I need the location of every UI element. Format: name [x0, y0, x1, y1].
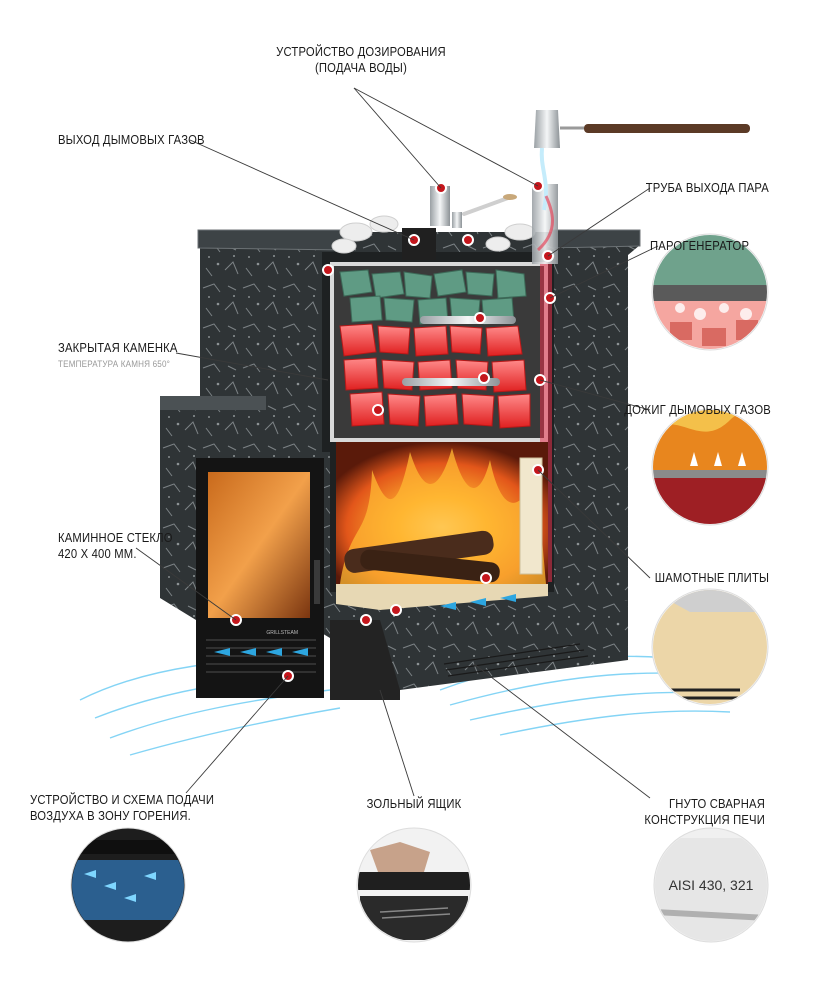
brand-logo: GRILLSTEAM: [266, 630, 298, 636]
detail-ash-box: [356, 827, 472, 943]
label-flue-gas-outlet: ВЫХОД ДЫМОВЫХ ГАЗОВ: [58, 133, 205, 147]
air-arrows: [214, 594, 516, 656]
label-afterburning: ДОЖИГ ДЫМОВЫХ ГАЗОВ: [624, 403, 771, 417]
detail-welded-construction: AISI 430, 321: [653, 827, 769, 943]
label-stone-temperature: ТЕМПЕРАТУРА КАМНЯ 650°: [58, 359, 171, 369]
top-fittings: [331, 110, 750, 264]
detail-fireclay-plates: [651, 588, 769, 706]
dosing-device: [430, 186, 450, 226]
steel-grade-text: AISI 430, 321: [669, 877, 754, 893]
markers: [230, 180, 556, 682]
label-fireplace-glass-line2: 420 Х 400 ММ.: [58, 547, 137, 561]
label-dosing-device-line1: УСТРОЙСТВО ДОЗИРОВАНИЯ: [276, 45, 446, 59]
heater-compartment: [330, 262, 552, 582]
label-air-supply-line1: УСТРОЙСТВО И СХЕМА ПОДАЧИ: [30, 793, 215, 807]
label-welded-construction-line1: ГНУТО СВАРНАЯ: [669, 797, 765, 811]
label-fireplace-glass-line1: КАМИННОЕ СТЕКЛО: [58, 531, 173, 545]
fireplace-glass: [208, 472, 310, 618]
label-fireclay-plates: ШАМОТНЫЕ ПЛИТЫ: [654, 571, 769, 585]
label-air-supply: УСТРОЙСТВО И СХЕМА ПОДАЧИ ВОЗДУХА В ЗОНУ…: [30, 792, 214, 824]
label-ash-box: ЗОЛЬНЫЙ ЯЩИК: [366, 797, 462, 811]
label-dosing-device: УСТРОЙСТВО ДОЗИРОВАНИЯ (ПОДАЧА ВОДЫ): [258, 44, 465, 76]
label-steam-generator: ПАРОГЕНЕРАТОР: [649, 239, 749, 253]
door-module: GRILLSTEAM: [160, 396, 628, 700]
leader-lines: [135, 87, 659, 799]
steam-generator-tube-lower: [402, 378, 500, 386]
flue-outlet: [402, 228, 436, 260]
ladle-handle: [584, 124, 750, 133]
hot-stones: [339, 323, 531, 429]
label-welded-construction: ГНУТО СВАРНАЯ КОНСТРУКЦИЯ ПЕЧИ: [644, 796, 765, 828]
detail-air-supply: [70, 827, 186, 943]
steam-generator-tube-upper: [420, 316, 516, 324]
label-steam-pipe: ТРУБА ВЫХОДА ПАРА: [645, 181, 769, 195]
label-closed-heater-title: ЗАКРЫТАЯ КАМЕНКА: [58, 341, 178, 355]
label-air-supply-line2: ВОЗДУХА В ЗОНУ ГОРЕНИЯ.: [30, 809, 191, 823]
fireclay-plate: [519, 457, 543, 575]
detail-afterburning: [651, 408, 769, 526]
detail-steam-generator: [651, 233, 769, 351]
label-dosing-device-line2: (ПОДАЧА ВОДЫ): [314, 61, 407, 75]
firebox: [336, 442, 548, 610]
label-fireplace-glass: КАМИННОЕ СТЕКЛО 420 Х 400 ММ.: [58, 530, 173, 562]
green-stones: [339, 269, 527, 325]
label-welded-construction-line2: КОНСТРУКЦИЯ ПЕЧИ: [644, 813, 765, 827]
label-closed-heater: ЗАКРЫТАЯ КАМЕНКА ТЕМПЕРАТУРА КАМНЯ 650°: [58, 340, 178, 372]
air-grill: [206, 639, 316, 673]
